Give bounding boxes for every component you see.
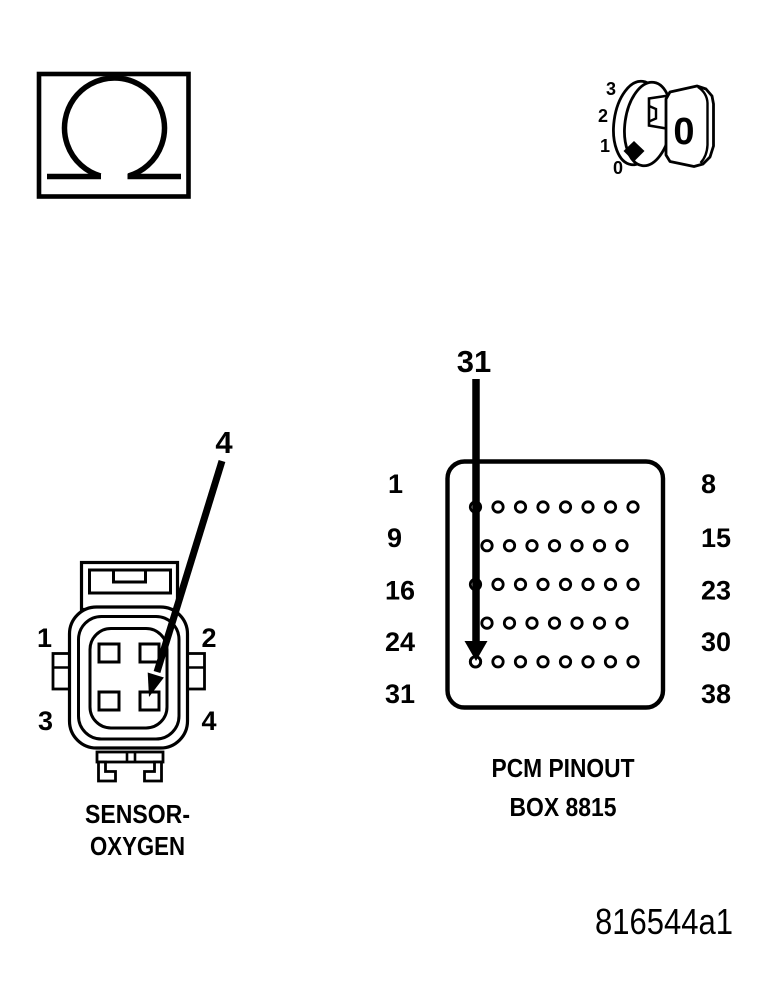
dial-scale-label-3: 3 <box>606 79 616 99</box>
pcm-pin-hole <box>615 616 629 630</box>
pin31-callout-arrow: 31 <box>457 344 491 669</box>
pcm-pin-hole <box>525 616 539 630</box>
pcm-row2-left-label: 9 <box>387 523 402 553</box>
pcm-pin-hole <box>536 577 550 592</box>
pcm-pin-hole <box>513 655 528 669</box>
connector-pin1-terminal <box>97 642 121 664</box>
pcm-pin-hole <box>547 616 562 630</box>
pcm-row3-left-label: 16 <box>385 576 415 606</box>
connector-latch-tab <box>112 568 147 584</box>
pcm-pin-hole <box>558 655 573 669</box>
connector-pin3-terminal <box>97 690 121 712</box>
pcm-pin-hole <box>603 655 618 669</box>
connector-side-tab-right <box>186 652 206 691</box>
pcm-pin-hole <box>491 577 505 592</box>
pcm-pin-hole <box>581 500 595 514</box>
pcm-caption-line1: PCM PINOUT <box>492 753 635 783</box>
pin31-callout-label: 31 <box>457 344 491 379</box>
pcm-row3-right-label: 23 <box>701 576 731 606</box>
connector-foot-right <box>143 760 163 783</box>
dial-knob-edge <box>697 86 709 164</box>
connector-foot-left <box>97 760 117 783</box>
pcm-pin-hole <box>525 539 539 553</box>
pcm-pin-hole <box>626 577 640 592</box>
pcm-pin-hole <box>513 500 528 514</box>
pcm-pin-hole <box>570 539 584 553</box>
pcm-pin-hole <box>536 500 550 514</box>
pcm-pin-hole <box>480 539 494 553</box>
pin4-arrow-line <box>153 459 226 674</box>
pcm-pin-hole <box>626 500 640 514</box>
connector-caption-line2: OXYGEN <box>90 831 185 861</box>
pcm-pin-hole <box>592 616 607 630</box>
pcm-pinout-connector: 1 9 16 24 31 8 15 23 30 38 PCM PINOUT BO… <box>385 459 731 822</box>
dial-scale-label-1: 1 <box>600 136 610 156</box>
pcm-pin-hole <box>603 500 618 514</box>
pcm-pin-hole <box>615 539 629 553</box>
pcm-pin-hole <box>491 655 505 669</box>
ohm-arc <box>61 75 168 179</box>
pcm-pin-hole <box>558 500 573 514</box>
dial-scale-label-2: 2 <box>598 106 608 126</box>
pcm-pin-hole <box>536 655 550 669</box>
connector-pin4-outline <box>138 690 161 712</box>
pcm-box-frame <box>445 459 666 710</box>
pcm-pin-grid <box>468 500 640 669</box>
pcm-pin-hole <box>581 577 595 592</box>
connector-pin2-label: 2 <box>201 623 216 653</box>
pcm-pin-hole <box>491 500 505 514</box>
pcm-pin31-outline <box>468 655 483 669</box>
pcm-pin-hole <box>558 577 573 592</box>
ohmmeter-symbol-box <box>36 71 191 199</box>
pcm-pin-hole <box>603 577 618 592</box>
pcm-row1-right-label: 8 <box>701 469 716 499</box>
connector-caption-line1: SENSOR- <box>85 799 190 829</box>
pcm-pin-hole <box>502 616 517 630</box>
pcm-pin-hole <box>502 539 517 553</box>
figure-id: 816544a1 <box>595 901 733 942</box>
pcm-caption-line2: BOX 8815 <box>510 792 617 822</box>
connector-foot-bar <box>95 750 165 764</box>
pcm-pin-hole <box>513 577 528 592</box>
connector-pin3-label: 3 <box>38 706 53 736</box>
connector-pin1-label: 1 <box>37 623 52 653</box>
pcm-pin-hole <box>547 539 562 553</box>
pcm-row4-left-label: 24 <box>385 627 415 657</box>
pcm-pin-hole <box>626 655 640 669</box>
pcm-row2-right-label: 15 <box>701 523 731 553</box>
dial-scale-label-0: 0 <box>613 158 623 178</box>
dial-knob-value: 0 <box>673 111 694 153</box>
pcm-row5-right-label: 38 <box>701 679 731 709</box>
pcm-row4-right-label: 30 <box>701 627 731 657</box>
pcm-row1-left-label: 1 <box>388 469 403 499</box>
pcm-pin-hole <box>480 616 494 630</box>
dial-pointer-diamond <box>623 141 645 162</box>
pcm-pin-hole <box>581 655 595 669</box>
pcm-pin-hole <box>570 616 584 630</box>
pcm-pin-hole <box>592 539 607 553</box>
dial-knob-plate <box>664 84 715 168</box>
multimeter-dial: 3 2 1 0 0 <box>598 79 715 178</box>
connector-pin2-terminal <box>138 642 161 664</box>
pin4-callout-arrow: 4 <box>138 425 233 712</box>
oxygen-sensor-connector: 1 2 3 4 SENSOR- OXYGEN <box>37 560 217 861</box>
connector-pin4-label: 4 <box>201 706 216 736</box>
rotary-dial-icon: 0 <box>612 79 715 168</box>
dial-notch-step <box>648 104 658 123</box>
connector-side-tab-left <box>51 652 72 691</box>
pin31-arrowhead <box>464 641 488 661</box>
ohm-icon <box>47 75 181 180</box>
pin4-callout-label: 4 <box>215 425 233 460</box>
pcm-row5-left-label: 31 <box>385 679 415 709</box>
